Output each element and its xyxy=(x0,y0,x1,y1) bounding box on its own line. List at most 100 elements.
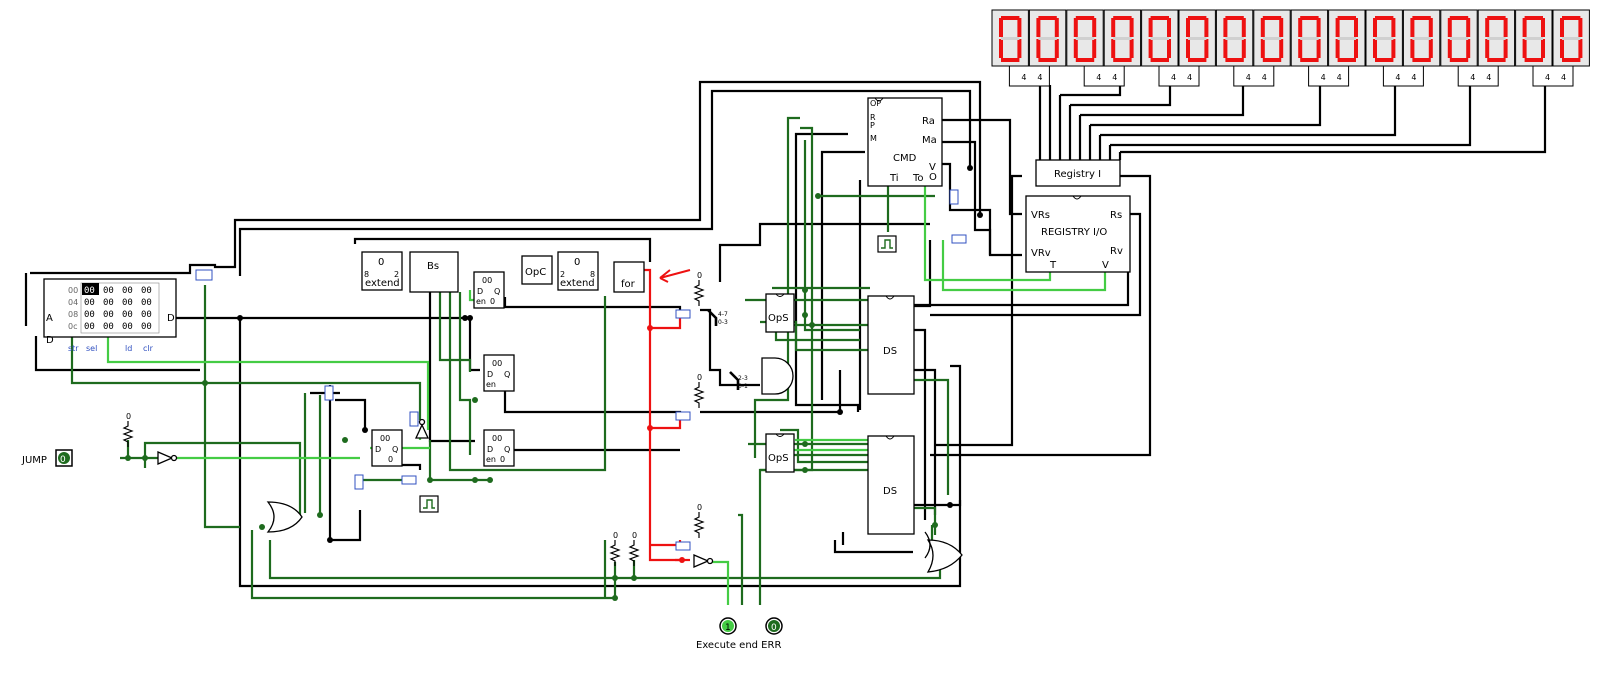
extend-2-out-width: 8 xyxy=(590,270,595,279)
ram-cell[interactable]: 00 xyxy=(141,298,152,308)
or-gate-right[interactable] xyxy=(926,539,963,573)
extend-2-label: extend xyxy=(560,278,595,289)
ram-cell[interactable]: 00 xyxy=(141,322,152,332)
register-1[interactable]: 00 D Q en 0 xyxy=(473,271,505,309)
xor-gate[interactable] xyxy=(924,531,931,559)
digit-segment xyxy=(1188,58,1207,62)
constant-zero: 0 xyxy=(697,373,702,382)
registry-io-pin-rs: Rs xyxy=(1110,210,1122,221)
digit-segment xyxy=(1335,39,1340,58)
not-gate-jump[interactable] xyxy=(157,451,178,465)
register-4-q: Q xyxy=(392,445,398,454)
extend-1-label: extend xyxy=(365,278,400,289)
junctions xyxy=(125,165,983,601)
err-output: 0 xyxy=(765,617,783,635)
splitter-width-label: 4 xyxy=(1021,73,1026,82)
digit-segment xyxy=(1578,18,1583,37)
cmd-pin-r: R xyxy=(870,113,876,122)
splitter-width-label: 4 xyxy=(1395,73,1400,82)
digit-segment xyxy=(1487,16,1506,20)
splitter-box xyxy=(1382,65,1424,87)
ram-cell[interactable]: 00 xyxy=(103,298,114,308)
jump-label: JUMP xyxy=(21,455,47,466)
digit-segment xyxy=(1113,16,1132,20)
splitter-box xyxy=(1532,65,1574,87)
registry-i-label: Registry I xyxy=(1054,169,1101,180)
digit-segment xyxy=(1410,18,1415,37)
digit-segment xyxy=(1428,39,1433,58)
not-gate-execute[interactable] xyxy=(693,554,714,568)
digit-segment xyxy=(1503,18,1508,37)
ops-1-label: OpS xyxy=(768,313,789,324)
ds-unit-1[interactable]: DS xyxy=(867,295,915,395)
digit-segment xyxy=(999,18,1003,37)
jump-input[interactable]: JUMP 0 xyxy=(21,449,73,467)
digit-segment xyxy=(1017,39,1022,58)
or-gate-left[interactable] xyxy=(266,501,303,533)
digit-segment-off xyxy=(1150,37,1169,40)
digit-segment xyxy=(1449,58,1469,62)
splitter-width-label: 4 xyxy=(1561,73,1566,82)
register-2[interactable]: 00 D Q en xyxy=(483,354,515,392)
digit-segment xyxy=(1391,18,1396,37)
digit-segment-off xyxy=(1038,37,1057,40)
for-unit[interactable]: for xyxy=(613,261,645,293)
register-4[interactable]: 00 D Q 0 xyxy=(371,429,403,467)
ram-cell[interactable]: 00 xyxy=(84,298,95,308)
ram-cell[interactable]: 00 xyxy=(122,286,133,296)
digit-segment xyxy=(1522,39,1527,58)
cmd-pin-m: M xyxy=(870,134,877,143)
ram-cell[interactable]: 00 xyxy=(141,286,152,296)
register-3[interactable]: 00 D Q en 0 xyxy=(483,429,515,467)
ram-cell[interactable]: 00 xyxy=(103,286,114,296)
cmd-unit[interactable]: OP R P M Ra Ma V O CMD Ti To xyxy=(867,97,943,187)
seven-segment-digit xyxy=(1028,9,1067,67)
ops-unit-1[interactable]: OpS xyxy=(765,293,795,333)
ram-cell[interactable]: 00 xyxy=(84,286,95,296)
ds-unit-2[interactable]: DS xyxy=(867,435,915,535)
splitter-box xyxy=(1083,65,1125,87)
bs-unit[interactable]: Bs xyxy=(409,251,459,293)
register-2-value: 00 xyxy=(492,359,502,368)
ops-unit-2[interactable]: OpS xyxy=(765,433,795,473)
ram-port-d-out: D xyxy=(167,313,175,324)
and-gate[interactable] xyxy=(761,357,794,395)
ram-cell[interactable]: 00 xyxy=(103,322,114,332)
clock-1[interactable] xyxy=(877,235,897,253)
splitter-width-label: 4 xyxy=(1545,73,1550,82)
registry-i-unit[interactable]: Registry I xyxy=(1035,159,1121,187)
clock-2[interactable] xyxy=(419,495,439,513)
seven-segment-digit xyxy=(1552,9,1590,67)
digit-segment xyxy=(1167,18,1171,37)
digit-segment xyxy=(1260,18,1265,37)
digit-segment xyxy=(1073,39,1078,58)
seven-segment-digit xyxy=(1477,9,1516,67)
tristate-buffers xyxy=(195,189,967,551)
ds-2-label: DS xyxy=(883,486,897,497)
digit-segment xyxy=(1111,39,1116,58)
extend-unit-1[interactable]: 0 8 2 extend xyxy=(361,251,403,291)
ram-cell[interactable]: 00 xyxy=(122,310,133,320)
ram-cell[interactable]: 00 xyxy=(84,310,95,320)
ram-module[interactable]: A D D 00 00 00 00 00 04 00 00 00 00 08 0… xyxy=(43,278,177,353)
ram-cell[interactable]: 00 xyxy=(122,322,133,332)
not-gate-vertical[interactable] xyxy=(414,418,430,439)
registry-io-unit[interactable]: VRs VRv Rs Rv REGISTRY I/O T V xyxy=(1025,195,1131,273)
extend-2-value: 0 xyxy=(574,257,580,268)
pull-resistor: 0 xyxy=(693,503,705,538)
ram-cell[interactable]: 00 xyxy=(103,310,114,320)
register-2-d: D xyxy=(487,370,493,379)
ram-cell[interactable]: 00 xyxy=(84,322,95,332)
opc-unit[interactable]: OpC xyxy=(521,255,553,285)
digit-segment xyxy=(1054,39,1059,58)
extend-unit-2[interactable]: 0 2 8 extend xyxy=(557,251,599,291)
ram-cell[interactable]: 00 xyxy=(141,310,152,320)
splitter-width-label: 4 xyxy=(1112,73,1117,82)
digit-segment xyxy=(1373,39,1377,58)
register-4-zero: 0 xyxy=(388,455,393,464)
ram-cell[interactable]: 00 xyxy=(122,298,133,308)
digit-segment xyxy=(1541,39,1545,58)
